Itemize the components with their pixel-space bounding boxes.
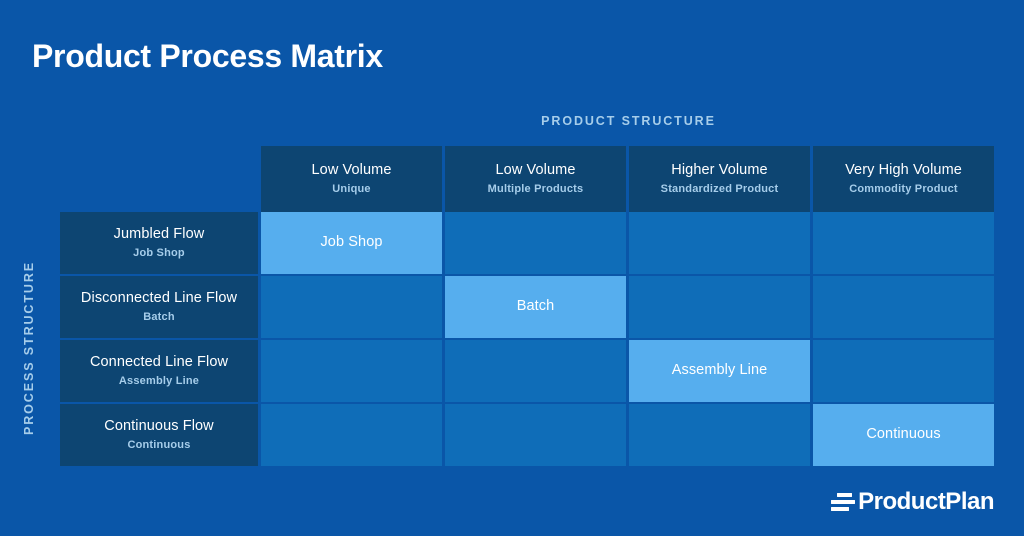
- row-header-subtitle: Batch: [143, 311, 175, 324]
- matrix-cell-label: Batch: [516, 298, 555, 315]
- column-header-subtitle: Commodity Product: [849, 183, 958, 196]
- product-structure-axis-label: PRODUCT STRUCTURE: [541, 114, 716, 128]
- column-header-title: Very High Volume: [845, 161, 962, 178]
- matrix-cell-r1c1[interactable]: Job Shop: [261, 212, 442, 274]
- column-header-title: Low Volume: [495, 161, 576, 178]
- matrix-cell-r2c1[interactable]: [261, 276, 442, 338]
- column-header-low-volume-unique: Low Volume Unique: [261, 146, 442, 212]
- brand-name: ProductPlan: [858, 488, 994, 515]
- row-header-subtitle: Job Shop: [133, 247, 185, 260]
- matrix-cell-r4c3[interactable]: [629, 404, 810, 466]
- matrix-cell-r4c1[interactable]: [261, 404, 442, 466]
- matrix-cell-r2c2[interactable]: Batch: [445, 276, 626, 338]
- matrix-cell-r4c2[interactable]: [445, 404, 626, 466]
- row-header-title: Jumbled Flow: [113, 225, 205, 242]
- column-header-subtitle: Multiple Products: [487, 183, 584, 196]
- column-header-subtitle: Standardized Product: [660, 183, 779, 196]
- matrix-cell-r2c3[interactable]: [629, 276, 810, 338]
- row-header-title: Continuous Flow: [104, 417, 214, 434]
- column-header-title: Low Volume: [311, 161, 392, 178]
- matrix-cell-r3c2[interactable]: [445, 340, 626, 402]
- productplan-logo: ProductPlan: [828, 488, 994, 516]
- column-header-higher-volume-standardized-product: Higher Volume Standardized Product: [629, 146, 810, 212]
- row-header-subtitle: Continuous: [127, 439, 191, 452]
- matrix-cell-label: Assembly Line: [671, 362, 768, 379]
- row-header-subtitle: Assembly Line: [118, 375, 200, 388]
- row-header-title: Disconnected Line Flow: [80, 289, 238, 306]
- matrix-cell-r1c3[interactable]: [629, 212, 810, 274]
- row-header-disconnected-line-flow: Disconnected Line Flow Batch: [60, 276, 258, 338]
- matrix-cell-r2c4[interactable]: [813, 276, 994, 338]
- matrix-cell-label: Job Shop: [320, 234, 383, 251]
- column-header-very-high-volume-commodity-product: Very High Volume Commodity Product: [813, 146, 994, 212]
- matrix-cell-r3c4[interactable]: [813, 340, 994, 402]
- page-title: Product Process Matrix: [32, 38, 383, 74]
- matrix-cell-r4c4[interactable]: Continuous: [813, 404, 994, 466]
- row-header-jumbled-flow: Jumbled Flow Job Shop: [60, 212, 258, 274]
- process-structure-axis-label: PROCESS STRUCTURE: [22, 261, 36, 435]
- row-header-title: Connected Line Flow: [89, 353, 229, 370]
- stacked-bars-icon: [828, 493, 856, 511]
- row-header-connected-line-flow: Connected Line Flow Assembly Line: [60, 340, 258, 402]
- column-header-title: Higher Volume: [671, 161, 768, 178]
- matrix-cell-r3c3[interactable]: Assembly Line: [629, 340, 810, 402]
- matrix-cell-r3c1[interactable]: [261, 340, 442, 402]
- column-header-low-volume-multiple-products: Low Volume Multiple Products: [445, 146, 626, 212]
- row-header-continuous-flow: Continuous Flow Continuous: [60, 404, 258, 466]
- matrix-cell-label: Continuous: [866, 426, 941, 443]
- matrix-cell-r1c2[interactable]: [445, 212, 626, 274]
- matrix-cell-r1c4[interactable]: [813, 212, 994, 274]
- column-header-subtitle: Unique: [332, 183, 371, 196]
